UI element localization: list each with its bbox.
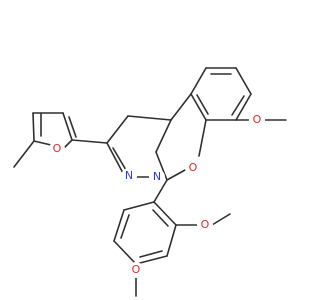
bond bbox=[113, 240, 137, 265]
atom-background bbox=[149, 169, 165, 185]
bond bbox=[190, 93, 207, 121]
atom-background bbox=[185, 160, 201, 176]
bonds bbox=[13, 67, 287, 297]
bond bbox=[13, 140, 35, 168]
bond bbox=[235, 67, 252, 95]
bond bbox=[127, 115, 172, 121]
atom-background bbox=[128, 262, 144, 278]
bond bbox=[166, 224, 177, 257]
atom-background bbox=[121, 168, 137, 184]
bond bbox=[211, 213, 231, 226]
bond bbox=[190, 67, 207, 95]
bond bbox=[120, 214, 130, 239]
bond bbox=[33, 140, 52, 146]
bond bbox=[235, 93, 252, 121]
bond bbox=[68, 116, 77, 138]
oxygen-atom-label: O bbox=[53, 142, 62, 155]
atom-background bbox=[249, 112, 265, 128]
bond bbox=[166, 169, 186, 181]
atom-background bbox=[197, 217, 213, 233]
oxygen-atom-label: O bbox=[132, 263, 141, 276]
bond bbox=[198, 119, 207, 157]
bond bbox=[113, 209, 125, 242]
oxygen-atom-label: O bbox=[253, 113, 262, 126]
bond bbox=[231, 95, 245, 116]
bond bbox=[135, 255, 168, 265]
bond bbox=[112, 147, 127, 171]
bond bbox=[153, 179, 168, 203]
bond bbox=[153, 201, 177, 226]
bond bbox=[106, 142, 125, 176]
nitrogen-atom-label: N bbox=[125, 169, 133, 182]
bond bbox=[62, 112, 73, 141]
bond bbox=[152, 209, 169, 227]
bond bbox=[106, 115, 129, 144]
bond bbox=[170, 93, 192, 121]
bond bbox=[139, 250, 163, 258]
atom-backgrounds bbox=[49, 112, 265, 278]
bond bbox=[155, 151, 168, 181]
bond bbox=[196, 94, 209, 115]
bond bbox=[32, 112, 35, 142]
oxygen-atom-label: O bbox=[201, 218, 210, 231]
bond bbox=[155, 119, 172, 153]
atom-labels: O O O N N O O bbox=[53, 113, 262, 276]
bond bbox=[71, 139, 108, 144]
molecule-structure: O O O N N O O bbox=[13, 67, 287, 297]
bond bbox=[123, 201, 155, 211]
bond bbox=[63, 139, 73, 149]
nitrogen-atom-label: N bbox=[153, 170, 161, 183]
oxygen-atom-label: O bbox=[189, 161, 198, 174]
atom-background bbox=[49, 141, 65, 157]
